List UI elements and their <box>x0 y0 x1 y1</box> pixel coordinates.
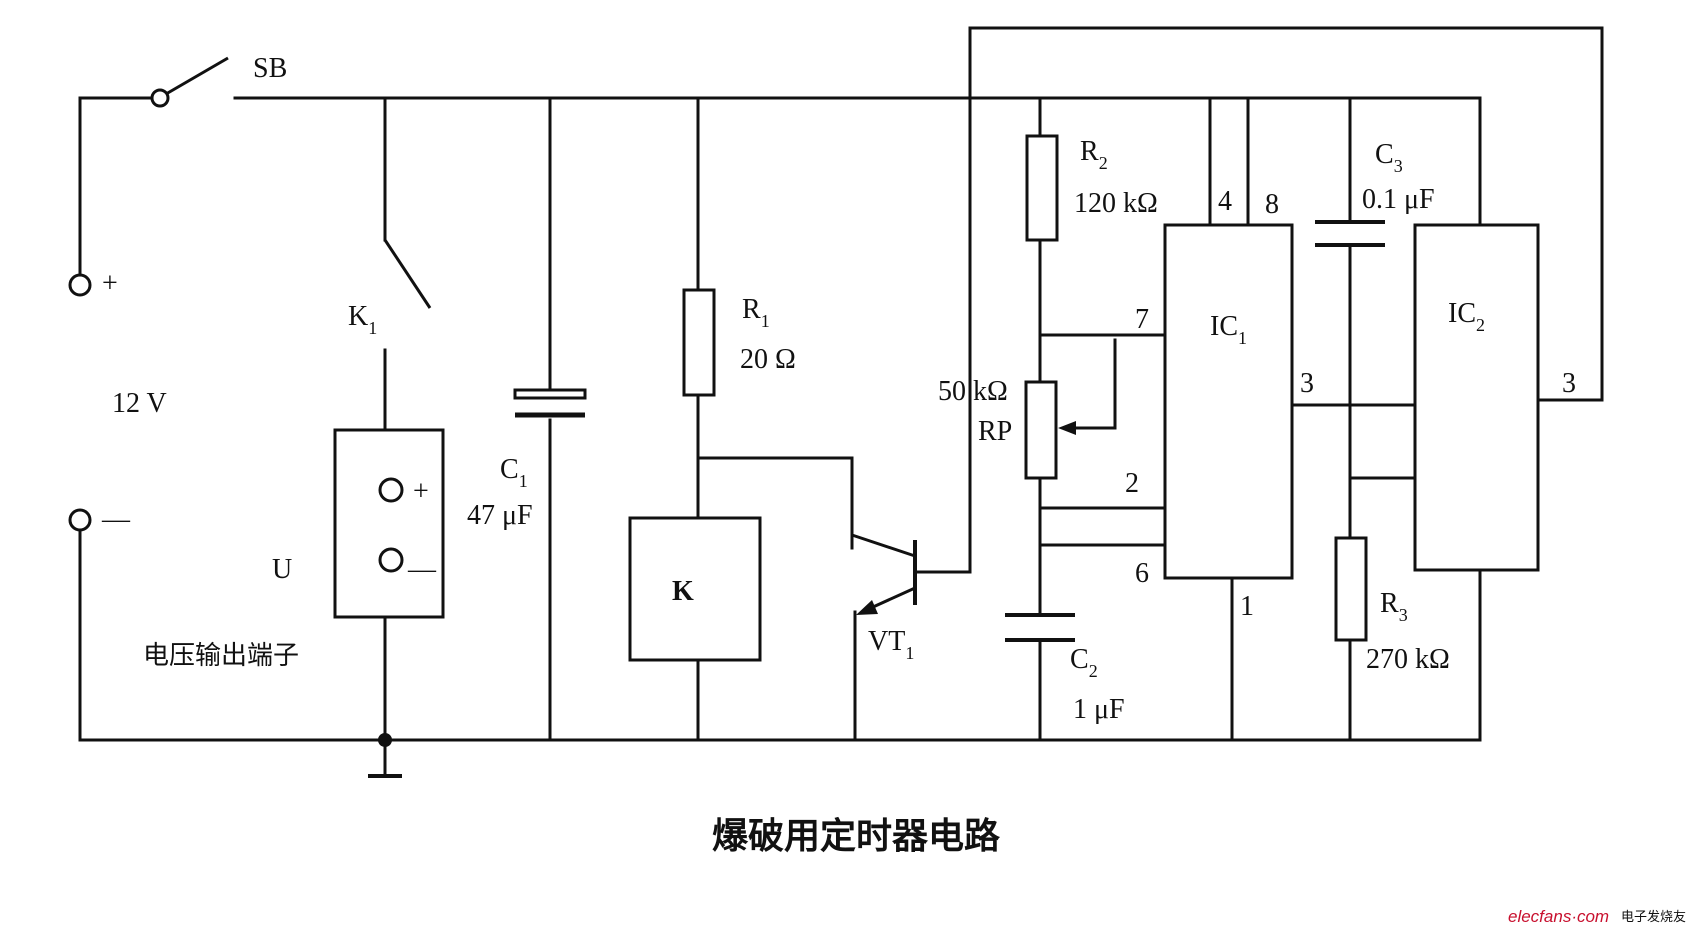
label-positive-terminal: + <box>102 268 118 299</box>
capacitor-c1 <box>513 388 587 418</box>
diagram-title: 爆破用定时器电路 <box>712 816 1001 857</box>
watermark-tag: 电子发烧友 <box>1621 909 1686 925</box>
label-output-terminal: 电压输出端子 <box>143 641 299 671</box>
output-positive-terminal <box>378 477 404 503</box>
label-r1-value: 20 Ω <box>740 344 796 375</box>
label-rp-value: 50 kΩ <box>938 376 1008 407</box>
positive-terminal <box>68 273 92 297</box>
label-ic1-pin2: 2 <box>1125 468 1139 499</box>
label-k1: K1 <box>348 301 377 338</box>
output-terminal-box <box>333 428 445 619</box>
label-vt1: VT1 <box>868 626 914 663</box>
wires <box>78 26 1604 742</box>
label-ic2-pin3: 3 <box>1562 368 1576 399</box>
label-output-minus: — <box>407 554 437 585</box>
transistor-vt1 <box>851 533 917 615</box>
label-r3-value: 270 kΩ <box>1366 644 1450 675</box>
ground-symbol <box>368 733 402 778</box>
resistor-r1 <box>682 288 716 397</box>
output-negative-terminal <box>378 547 404 573</box>
label-ic1-pin6: 6 <box>1135 558 1149 589</box>
label-rp: RP <box>978 416 1012 447</box>
label-r3: R3 <box>1380 588 1408 625</box>
capacitor-c2 <box>1005 613 1075 642</box>
label-ic1-pin8: 8 <box>1265 189 1279 220</box>
label-ic1-pin1: 1 <box>1240 591 1254 622</box>
label-relay: K <box>672 576 694 607</box>
label-c1: C1 <box>500 454 528 491</box>
label-ic1: IC1 <box>1210 311 1247 348</box>
capacitor-c3 <box>1315 220 1385 247</box>
resistor-r2 <box>1025 134 1059 242</box>
potentiometer-rp <box>1024 380 1058 480</box>
label-output-plus: + <box>413 476 429 507</box>
label-c3: C3 <box>1375 139 1403 176</box>
watermark-site: elecfans·com <box>1508 907 1609 926</box>
label-c2-value: 1 μF <box>1073 694 1125 725</box>
label-c2: C2 <box>1070 644 1098 681</box>
contact-k1 <box>383 239 432 309</box>
switch-sb <box>150 56 229 108</box>
label-c3-value: 0.1 μF <box>1362 184 1435 215</box>
label-supply-voltage: 12 V <box>112 388 167 419</box>
label-ic1-pin7: 7 <box>1135 304 1149 335</box>
label-r1: R1 <box>742 294 770 331</box>
ic1-chip <box>1163 223 1294 580</box>
rp-wiper-arrow <box>1058 421 1076 435</box>
label-r2-value: 120 kΩ <box>1074 188 1158 219</box>
label-sb: SB <box>253 53 287 84</box>
label-negative-terminal: — <box>101 504 131 535</box>
negative-terminal <box>68 508 92 532</box>
label-c1-value: 47 μF <box>467 500 533 531</box>
label-ic1-pin4: 4 <box>1218 186 1232 217</box>
resistor-r3 <box>1334 536 1368 642</box>
label-ic1-pin3: 3 <box>1300 368 1314 399</box>
label-r2: R2 <box>1080 136 1108 173</box>
label-ic2: IC2 <box>1448 298 1485 335</box>
relay-coil-k <box>628 516 762 662</box>
ic2-chip <box>1413 223 1540 572</box>
label-u: U <box>272 554 292 585</box>
